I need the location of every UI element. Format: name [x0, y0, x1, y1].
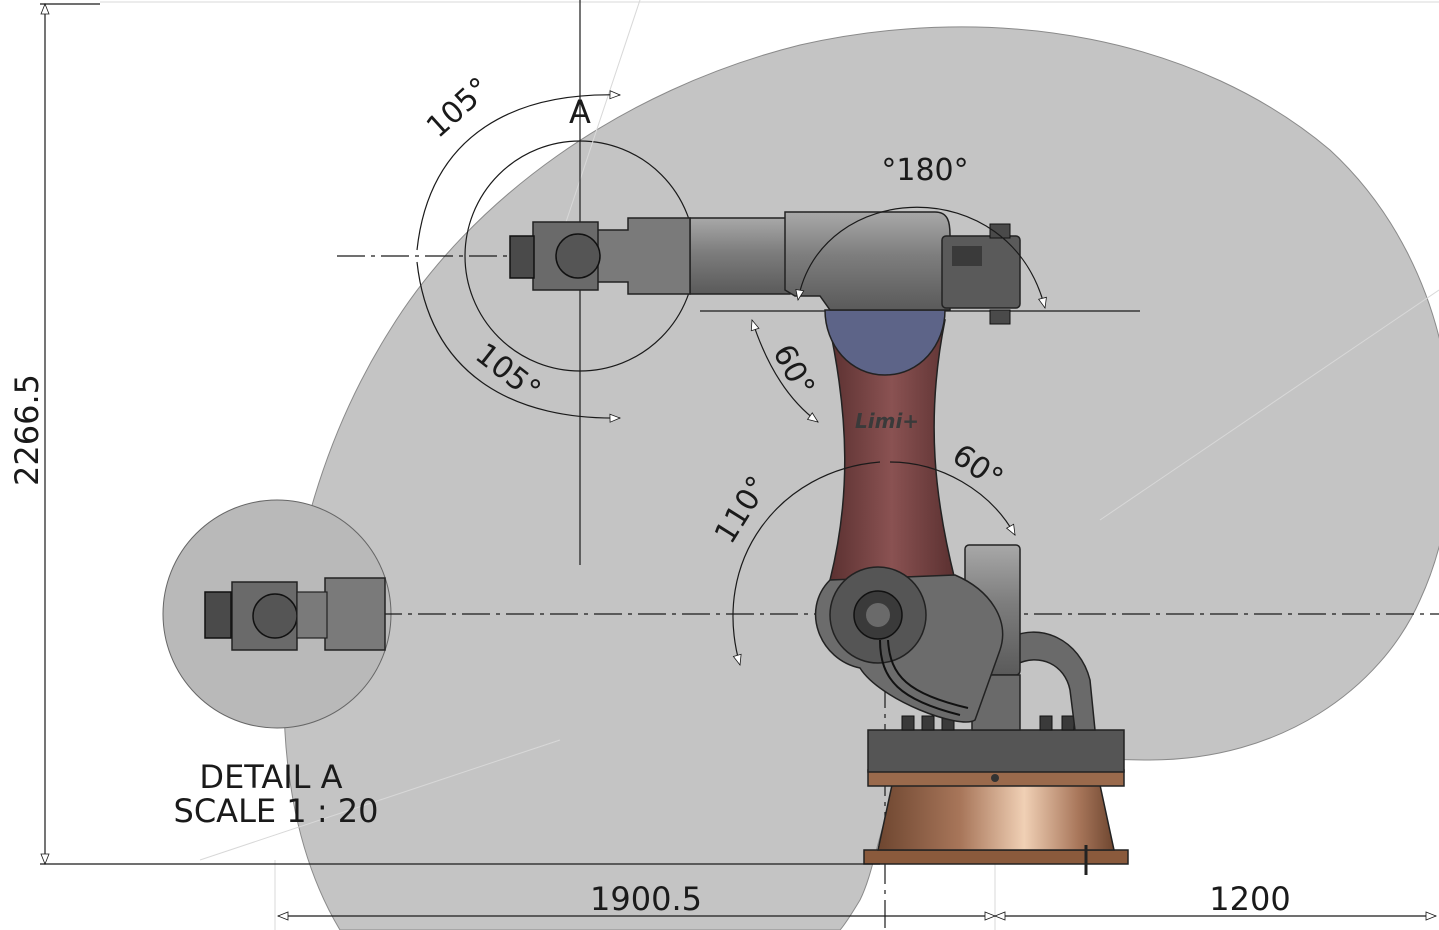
rear-cable-tube — [1004, 631, 1096, 731]
arm-rotation-angle: °180° — [881, 153, 968, 188]
reach-dimension: 1900.5 — [590, 880, 702, 918]
forearm-housing — [784, 211, 951, 311]
angle-arcs — [416, 90, 1047, 667]
wrist-upper-angle: 105° — [420, 71, 497, 145]
forearm — [689, 217, 791, 295]
detail-scale: SCALE 1 : 20 — [174, 792, 379, 830]
base-bolts — [901, 715, 1075, 731]
robot: Limi+ — [509, 211, 1129, 875]
tool-flange — [509, 235, 535, 279]
dimension-lines — [40, 2, 1438, 921]
detail-marker: A — [569, 93, 591, 131]
brand-label: Limi+ — [855, 409, 919, 433]
construction-lines — [100, 0, 1439, 930]
robot-base — [863, 729, 1129, 875]
detail-title: DETAIL A — [199, 758, 342, 796]
shoulder-disk — [824, 309, 946, 376]
rear-dimension: 1200 — [1209, 880, 1290, 918]
wrist-link — [594, 217, 691, 295]
detail-a-wrist — [204, 577, 386, 651]
height-dimension: 2266.5 — [8, 374, 46, 486]
